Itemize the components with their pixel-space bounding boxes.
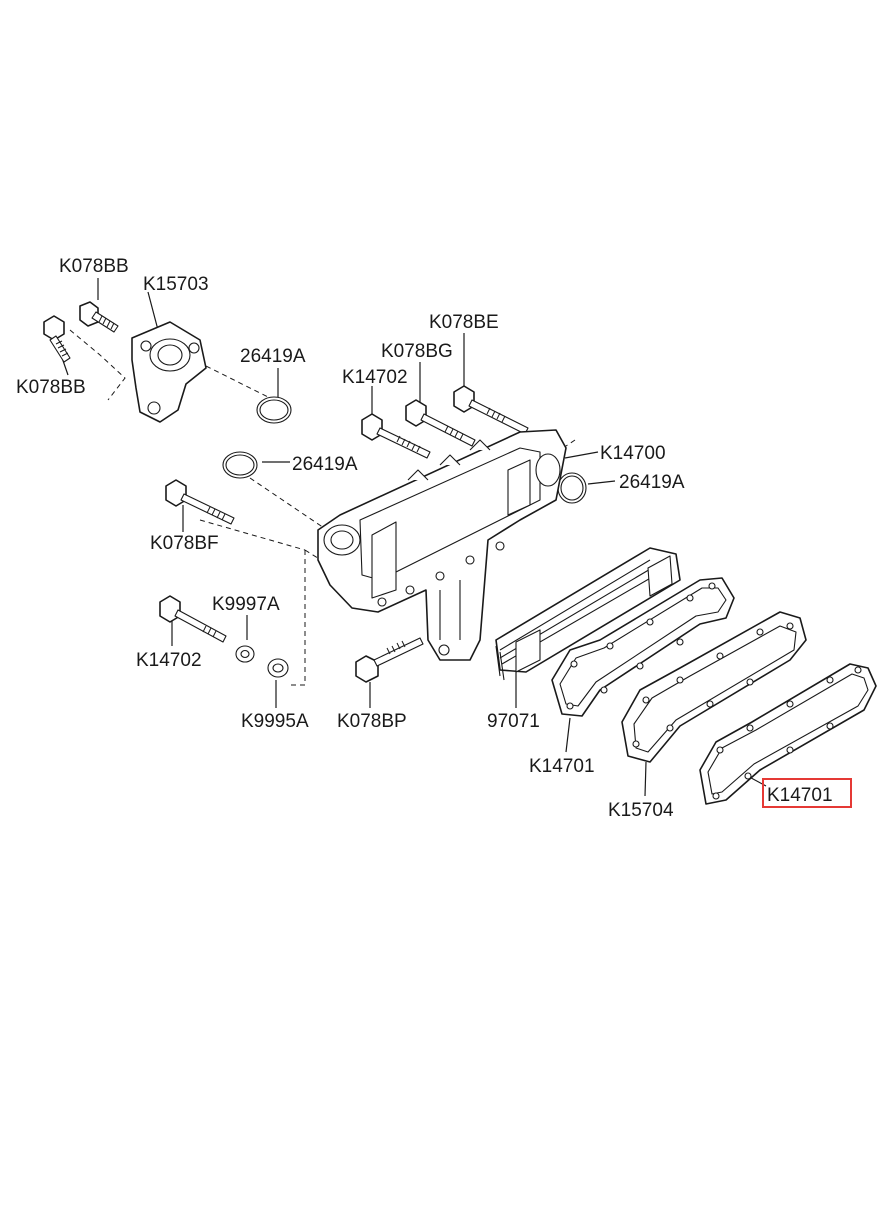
label-97071[interactable]: 97071 bbox=[487, 711, 540, 732]
label-k078bg[interactable]: K078BG bbox=[381, 341, 453, 362]
leader-lines bbox=[59, 278, 767, 797]
label-k078bb-top[interactable]: K078BB bbox=[59, 256, 129, 277]
o-ring-26419a-mid bbox=[222, 451, 258, 479]
bolt-k078bb-left bbox=[43, 315, 71, 363]
label-k15704[interactable]: K15704 bbox=[608, 800, 674, 821]
oil-cooler-housing-k14700 bbox=[317, 429, 567, 661]
bolt-k078be bbox=[453, 385, 529, 435]
label-k15703[interactable]: K15703 bbox=[143, 274, 209, 295]
cover-plate-k15704 bbox=[621, 611, 807, 763]
part-labels: K078BB K15703 K078BB 26419A K078BE K078B… bbox=[16, 256, 852, 821]
label-k078bf[interactable]: K078BF bbox=[150, 533, 219, 554]
cooler-element-97071 bbox=[495, 547, 681, 681]
assembly-dashed-lines bbox=[69, 329, 576, 686]
bolt-k078bg bbox=[405, 399, 476, 447]
label-k14700[interactable]: K14700 bbox=[600, 443, 666, 464]
label-k9997a[interactable]: K9997A bbox=[212, 594, 280, 615]
washer-k9997a bbox=[235, 645, 255, 663]
highlight-box bbox=[762, 778, 852, 808]
label-k078bp[interactable]: K078BP bbox=[337, 711, 407, 732]
label-26419a-right[interactable]: 26419A bbox=[619, 472, 685, 493]
bolt-k078bf bbox=[165, 479, 235, 525]
o-ring-26419a-right bbox=[557, 472, 587, 504]
bolt-k14702-bottom bbox=[159, 595, 227, 643]
flange-k15703 bbox=[131, 321, 207, 423]
label-k9995a[interactable]: K9995A bbox=[241, 711, 309, 732]
bolt-k14702-top bbox=[361, 413, 431, 459]
gasket-k14701-right bbox=[699, 663, 877, 805]
label-k14701-left[interactable]: K14701 bbox=[529, 756, 595, 777]
bolt-k078bp bbox=[355, 637, 424, 683]
label-26419a-top[interactable]: 26419A bbox=[240, 346, 306, 367]
bolt-k078bb-top bbox=[79, 301, 119, 333]
label-26419a-mid[interactable]: 26419A bbox=[292, 454, 358, 475]
label-k078be[interactable]: K078BE bbox=[429, 312, 499, 333]
o-ring-26419a-top bbox=[256, 396, 292, 424]
label-k14701-highlighted[interactable]: K14701 bbox=[767, 785, 833, 806]
label-k14702-top[interactable]: K14702 bbox=[342, 367, 408, 388]
washer-k9995a bbox=[267, 658, 289, 678]
label-k14702-bottom[interactable]: K14702 bbox=[136, 650, 202, 671]
label-k078bb-left[interactable]: K078BB bbox=[16, 377, 86, 398]
gasket-k14701-left bbox=[551, 577, 735, 717]
